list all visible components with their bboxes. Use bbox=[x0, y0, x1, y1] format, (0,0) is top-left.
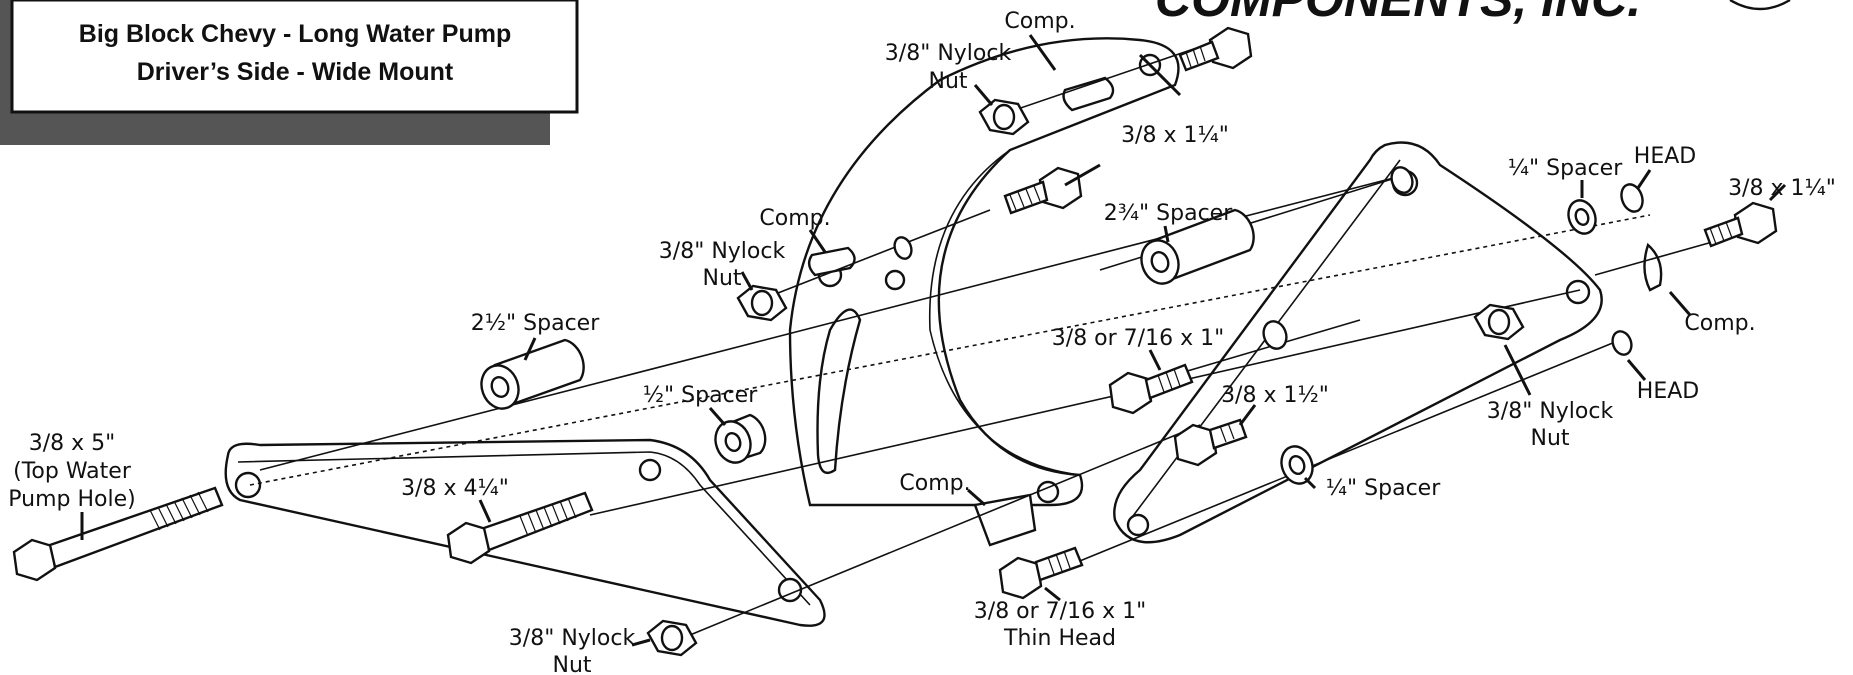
label-spacer-quarter-bottom: ¼" Spacer bbox=[1326, 476, 1441, 501]
label-spacer-quarter-top: ¼" Spacer bbox=[1508, 156, 1623, 181]
label-spacer-212: 2½" Spacer bbox=[471, 311, 600, 336]
washer-716 bbox=[1262, 320, 1288, 350]
leader-spacer-212 bbox=[523, 337, 537, 361]
label-nylock-top-1: 3/8" Nylock bbox=[885, 41, 1012, 66]
leader-bolt-thinhead bbox=[1044, 586, 1061, 602]
axis-5-bolt-dashed bbox=[249, 214, 1651, 486]
title-line-2: Driver’s Side - Wide Mount bbox=[137, 58, 454, 86]
label-bolt-thinhead-2: Thin Head bbox=[1003, 626, 1116, 651]
label-nylock-right-1: 3/8" Nylock bbox=[1487, 399, 1614, 424]
washer-top-right bbox=[1390, 166, 1414, 194]
label-comp-left: Comp. bbox=[759, 206, 830, 231]
label-bolt-5-2: (Top Water bbox=[13, 459, 132, 484]
bolt-top-1-1-4 bbox=[1178, 26, 1253, 72]
leader-bolt-top bbox=[1138, 53, 1182, 97]
logo-fragment bbox=[1729, 0, 1791, 11]
comp-bottom-shape bbox=[973, 493, 1037, 547]
label-nylock-bottom-1: 3/8" Nylock bbox=[509, 626, 636, 651]
label-comp-top: Comp. bbox=[1004, 9, 1075, 34]
label-nylock-top-2: Nut bbox=[928, 69, 967, 94]
axis-left-nut bbox=[759, 209, 991, 301]
label-nylock-left-1: 3/8" Nylock bbox=[659, 239, 786, 264]
label-head-top: HEAD bbox=[1634, 144, 1696, 169]
leader-bolt-112 bbox=[1238, 404, 1257, 426]
label-comp-right: Comp. bbox=[1684, 311, 1755, 336]
label-bolt-112: 3/8 x 1½" bbox=[1221, 383, 1329, 408]
label-bolt-thinhead-1: 3/8 or 7/16 x 1" bbox=[974, 599, 1146, 624]
nylock-nut-top bbox=[978, 98, 1030, 136]
leader-spacer-half bbox=[708, 407, 727, 426]
comp-right-shape bbox=[1643, 242, 1663, 292]
label-head-bottom: HEAD bbox=[1637, 379, 1699, 404]
leader-nylock-top bbox=[973, 84, 994, 106]
axis-nylock-bottom bbox=[689, 424, 1201, 636]
nylock-nut-left bbox=[736, 284, 788, 322]
label-bolt-414: 3/8 x 4¼" bbox=[401, 476, 509, 501]
nylock-nut-right bbox=[1473, 303, 1525, 341]
label-bolt-5-3: Pump Hole) bbox=[8, 487, 135, 512]
leader-nylock-bottom bbox=[631, 638, 651, 647]
bolt-5-inch bbox=[12, 486, 224, 582]
leader-nylock-left bbox=[740, 271, 754, 291]
leader-comp-bottom bbox=[967, 488, 986, 507]
bolt-right-1-1-4 bbox=[1703, 201, 1778, 248]
label-bolt-top: 3/8 x 1¼" bbox=[1121, 123, 1229, 148]
nylock-nut-bottom bbox=[646, 619, 698, 657]
head-top bbox=[1620, 183, 1644, 213]
spacer-quarter-bottom bbox=[1280, 445, 1314, 485]
center-curved-bracket bbox=[788, 37, 1180, 507]
label-spacer-234: 2¾" Spacer bbox=[1104, 201, 1233, 226]
bolt-716 bbox=[1108, 363, 1194, 415]
label-comp-bottom: Comp. bbox=[899, 471, 970, 496]
leader-head-top bbox=[1636, 169, 1652, 189]
spacer-half bbox=[714, 413, 767, 464]
leader-bolt-716 bbox=[1148, 349, 1162, 371]
label-nylock-left-2: Nut bbox=[702, 266, 741, 291]
washer-left bbox=[893, 236, 913, 260]
bolt-1-1-2 bbox=[1173, 418, 1248, 467]
bolt-4-1-4 bbox=[446, 491, 594, 565]
title-line-1: Big Block Chevy - Long Water Pump bbox=[79, 20, 511, 48]
label-nylock-bottom-2: Nut bbox=[552, 653, 591, 675]
head-bottom bbox=[1611, 330, 1633, 356]
leader-comp-right bbox=[1668, 291, 1692, 316]
leader-bolt-414 bbox=[478, 499, 492, 523]
label-spacer-half: ½" Spacer bbox=[643, 383, 758, 408]
leader-comp-left bbox=[808, 229, 827, 253]
leader-head-bottom bbox=[1626, 359, 1647, 381]
leader-spacer-234 bbox=[1163, 225, 1170, 243]
bolt-top-bolt-2 bbox=[1003, 166, 1083, 215]
leader-bolt-right bbox=[1768, 183, 1787, 202]
label-nylock-right-2: Nut bbox=[1530, 426, 1569, 451]
leader-spacer-quarter-bottom bbox=[1303, 476, 1317, 490]
label-bolt-right: 3/8 x 1¼" bbox=[1728, 176, 1836, 201]
spacer-quarter-top bbox=[1567, 199, 1597, 235]
label-bolt-5-1: 3/8 x 5" bbox=[29, 431, 116, 456]
spacer-2-3-4 bbox=[1140, 208, 1255, 285]
label-bolt-716: 3/8 or 7/16 x 1" bbox=[1052, 326, 1224, 351]
title-box: Big Block Chevy - Long Water Pump Driver… bbox=[0, 0, 579, 145]
axis-thinhead bbox=[1069, 339, 1621, 566]
brand-fragment: COMPONENTS, INC. bbox=[1155, 0, 1641, 27]
spacer-2-1-2 bbox=[480, 338, 585, 410]
leader-bolt-top2 bbox=[1064, 163, 1101, 187]
leader-comp-top bbox=[1028, 34, 1057, 71]
bolt-thin-head bbox=[998, 546, 1084, 600]
leader-nylock-right bbox=[1503, 344, 1532, 396]
axis-414-bolt bbox=[589, 289, 1581, 516]
comp-top-shape bbox=[1062, 76, 1115, 112]
